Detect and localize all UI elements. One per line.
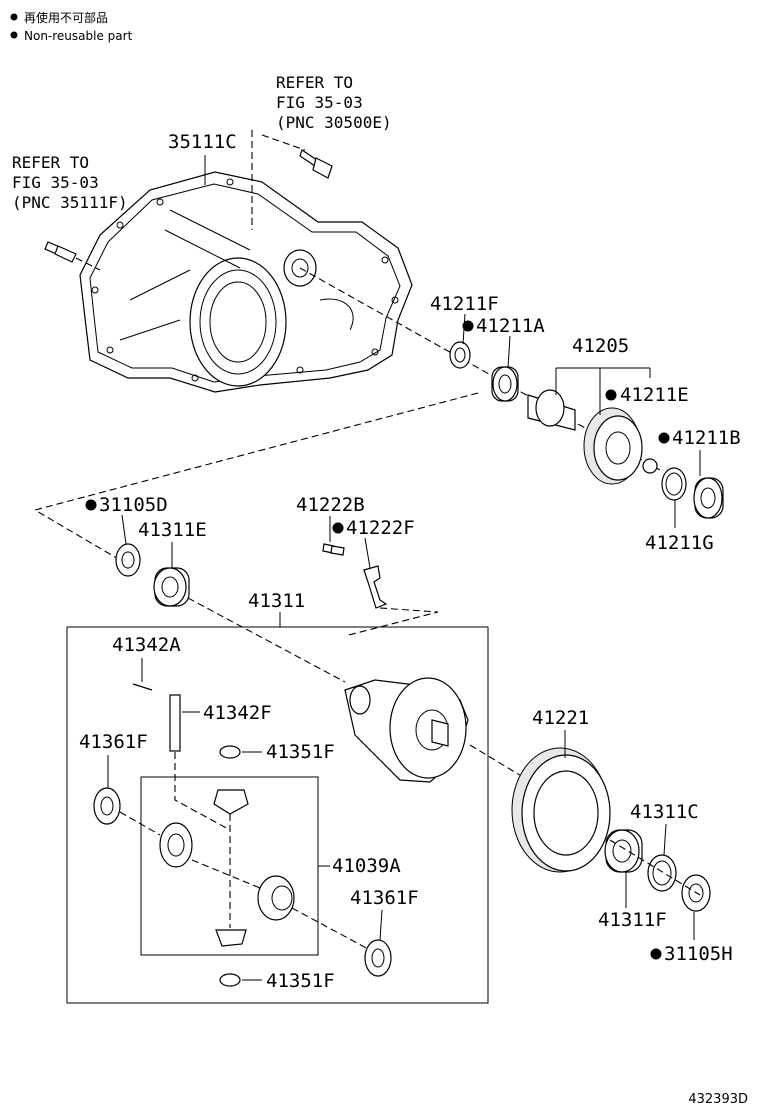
part-label-41311[interactable]: 41311 bbox=[248, 590, 305, 612]
bolt-icon bbox=[44, 241, 77, 263]
part-label-31105H[interactable]: 31105H bbox=[664, 943, 733, 965]
part-label-41351F-top[interactable]: 41351F bbox=[266, 741, 335, 763]
refer-to-text[interactable]: REFER TO bbox=[12, 153, 89, 172]
part-label-41039A[interactable]: 41039A bbox=[332, 855, 401, 877]
part-label-41342A[interactable]: 41342A bbox=[112, 634, 181, 656]
shim-41311C-drawing bbox=[647, 854, 677, 892]
thrust-washer-41361F-drawing bbox=[93, 787, 121, 825]
refer-fig-text[interactable]: FIG 35-03 bbox=[12, 173, 99, 192]
bracket-41222F-drawing bbox=[363, 565, 388, 609]
part-label-41311F[interactable]: 41311F bbox=[598, 909, 667, 931]
refer-pnc-text[interactable]: (PNC 30500E) bbox=[276, 113, 392, 132]
transaxle-housing-drawing bbox=[79, 171, 413, 393]
pinion-shaft-41342F-drawing bbox=[169, 694, 181, 752]
part-label-41211B[interactable]: 41211B bbox=[672, 427, 741, 449]
bolt-41222B-drawing bbox=[322, 543, 345, 556]
pinion-gear-drawing bbox=[213, 789, 249, 815]
non-reusable-dot-icon bbox=[462, 320, 474, 332]
pinion-gear-drawing bbox=[215, 929, 247, 947]
refer-fig-text[interactable]: FIG 35-03 bbox=[276, 93, 363, 112]
bolt-icon bbox=[299, 149, 333, 179]
part-label-41351F-bottom[interactable]: 41351F bbox=[266, 970, 335, 992]
part-label-41311E[interactable]: 41311E bbox=[138, 519, 207, 541]
non-reusable-dot-icon bbox=[650, 948, 662, 960]
thrust-washer-41361F-drawing bbox=[364, 939, 392, 977]
non-reusable-dot-icon bbox=[605, 389, 617, 401]
pin-41342A-drawing bbox=[132, 683, 153, 691]
part-label-41222F[interactable]: 41222F bbox=[346, 517, 415, 539]
non-reusable-dot-icon bbox=[658, 432, 670, 444]
shim-41211G-drawing bbox=[661, 467, 687, 501]
differential-case-drawing bbox=[344, 677, 469, 783]
legend-jp: 再使用不可部品 bbox=[24, 10, 108, 25]
part-label-41211A[interactable]: 41211A bbox=[476, 315, 545, 337]
oil-seal-41211F-drawing bbox=[449, 341, 471, 369]
part-label-41361F-right[interactable]: 41361F bbox=[350, 887, 419, 909]
counter-gear-41205-drawing bbox=[527, 389, 643, 485]
part-label-41221[interactable]: 41221 bbox=[532, 707, 589, 729]
part-label-41211F[interactable]: 41211F bbox=[430, 293, 499, 315]
side-gear-left-drawing bbox=[159, 822, 193, 868]
part-label-41205[interactable]: 41205 bbox=[572, 335, 629, 357]
part-label-41222B[interactable]: 41222B bbox=[296, 494, 365, 516]
bearing-41211B-drawing bbox=[693, 477, 724, 519]
pinion-washer-41351F-drawing bbox=[219, 973, 241, 987]
side-gear-right-drawing bbox=[257, 875, 295, 921]
non-reusable-dot-icon bbox=[332, 522, 344, 534]
part-label-41211G[interactable]: 41211G bbox=[645, 532, 714, 554]
oil-seal-31105D-drawing bbox=[115, 543, 141, 577]
pinion-washer-41351F-drawing bbox=[219, 745, 241, 759]
part-label-35111C[interactable]: 35111C bbox=[168, 131, 237, 153]
refer-to-text[interactable]: REFER TO bbox=[276, 73, 353, 92]
diagram-id: 432393D bbox=[688, 1092, 748, 1107]
part-label-41361F-left[interactable]: 41361F bbox=[79, 731, 148, 753]
bearing-41311E-drawing bbox=[153, 567, 190, 607]
legend-bullet-icon bbox=[10, 13, 18, 21]
refer-pnc-text[interactable]: (PNC 35111F) bbox=[12, 193, 128, 212]
legend-en: Non-reusable part bbox=[24, 29, 133, 43]
ring-gear-41221-drawing bbox=[511, 747, 611, 873]
spacer-41211E-drawing bbox=[642, 458, 658, 474]
part-label-41342F[interactable]: 41342F bbox=[203, 702, 272, 724]
differential-group-box bbox=[66, 626, 489, 1004]
bearing-41311F-drawing bbox=[604, 829, 643, 873]
legend-bullet-icon bbox=[10, 31, 18, 39]
bearing-41211A-drawing bbox=[491, 366, 519, 402]
part-label-31105D[interactable]: 31105D bbox=[99, 494, 168, 516]
part-label-41211E[interactable]: 41211E bbox=[620, 384, 689, 406]
non-reusable-dot-icon bbox=[85, 499, 97, 511]
part-label-41311C[interactable]: 41311C bbox=[630, 801, 699, 823]
